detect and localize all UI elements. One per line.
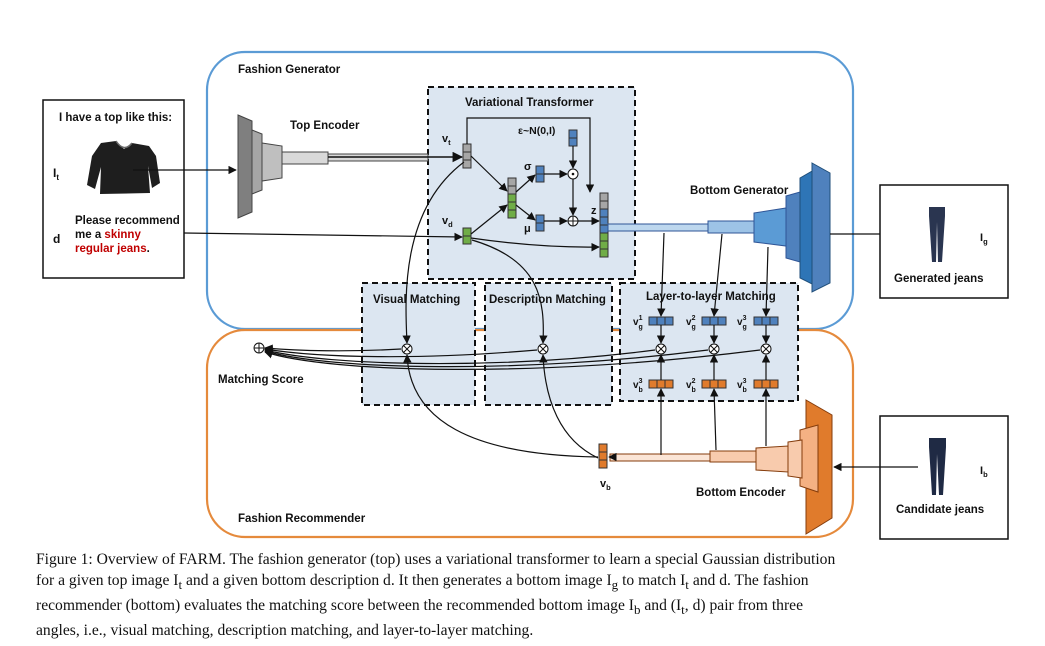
top-encoder-label: Top Encoder bbox=[290, 120, 360, 132]
vb3-vector-b bbox=[753, 379, 779, 389]
generated-image-label: Ig bbox=[980, 232, 988, 246]
concat-vector bbox=[507, 177, 517, 219]
description-matching-box bbox=[484, 282, 613, 406]
caption-line-3: recommender (bottom) evaluates the match… bbox=[36, 597, 803, 618]
layer1-otimes bbox=[655, 343, 667, 355]
generated-jeans-image bbox=[929, 207, 945, 262]
bottom-generator-label: Bottom Generator bbox=[690, 185, 789, 197]
generated-output-panel bbox=[879, 184, 1009, 299]
figure-caption: Figure 1: Overview of FARM. The fashion … bbox=[36, 549, 1008, 641]
visual-otimes bbox=[401, 343, 413, 355]
top-image-label: It bbox=[53, 166, 59, 182]
farm-architecture-diagram: Fashion Generator Fashion Recommender Va… bbox=[42, 50, 1009, 540]
request-line2: me a skinny bbox=[75, 229, 141, 241]
vb3-vector-a bbox=[648, 379, 674, 389]
sigma-label: σ bbox=[524, 161, 532, 173]
vt-label: vt bbox=[442, 133, 451, 147]
mu-label: μ bbox=[524, 223, 531, 235]
vb-label: vb bbox=[600, 478, 611, 492]
matching-score-label: Matching Score bbox=[218, 374, 304, 386]
description-otimes bbox=[537, 343, 549, 355]
vb2-vector bbox=[701, 379, 727, 389]
variational-transformer-title: Variational Transformer bbox=[465, 97, 594, 109]
vg1-vector bbox=[648, 316, 674, 326]
vg2-vector bbox=[701, 316, 727, 326]
vb-vector bbox=[598, 443, 608, 469]
bottom-encoder bbox=[609, 399, 833, 535]
request-line1: Please recommend bbox=[75, 215, 180, 227]
mu-vector bbox=[535, 214, 545, 232]
z-vector bbox=[599, 192, 609, 258]
epsilon-vector bbox=[568, 129, 578, 147]
description-label: d bbox=[53, 232, 60, 246]
vg3-vector bbox=[753, 316, 779, 326]
vd-vector bbox=[462, 227, 472, 245]
description-matching-title: Description Matching bbox=[489, 294, 606, 306]
z-label: z bbox=[591, 205, 597, 217]
fashion-generator-title: Fashion Generator bbox=[238, 64, 341, 76]
layer2-otimes bbox=[708, 343, 720, 355]
top-image bbox=[87, 140, 160, 194]
caption-line-4: angles, i.e., visual matching, descripti… bbox=[36, 622, 534, 640]
matching-score-sum bbox=[253, 342, 265, 354]
caption-line-1: Figure 1: Overview of FARM. The fashion … bbox=[36, 551, 836, 568]
vd-label: vd bbox=[442, 215, 453, 229]
sigma-vector bbox=[535, 165, 545, 183]
epsilon-label: ε~N(0,I) bbox=[518, 125, 555, 137]
caption-line-2: for a given top image It and a given bot… bbox=[36, 572, 809, 593]
request-line3: regular jeans. bbox=[75, 243, 150, 255]
generated-jeans-label: Generated jeans bbox=[894, 273, 983, 285]
input-header: I have a top like this: bbox=[59, 112, 172, 124]
layer3-otimes bbox=[760, 343, 772, 355]
bottom-generator bbox=[607, 162, 831, 293]
vt-vector bbox=[462, 143, 472, 169]
layer-matching-title: Layer-to-layer Matching bbox=[646, 291, 776, 303]
matching-arrows bbox=[264, 161, 771, 462]
fashion-recommender-title: Fashion Recommender bbox=[238, 513, 366, 525]
candidate-jeans-image bbox=[929, 438, 946, 495]
visual-matching-box bbox=[361, 282, 476, 406]
bottom-encoder-label: Bottom Encoder bbox=[696, 487, 786, 499]
visual-matching-title: Visual Matching bbox=[373, 294, 460, 306]
candidate-jeans-label: Candidate jeans bbox=[896, 504, 984, 516]
candidate-image-label: Ib bbox=[980, 465, 988, 479]
